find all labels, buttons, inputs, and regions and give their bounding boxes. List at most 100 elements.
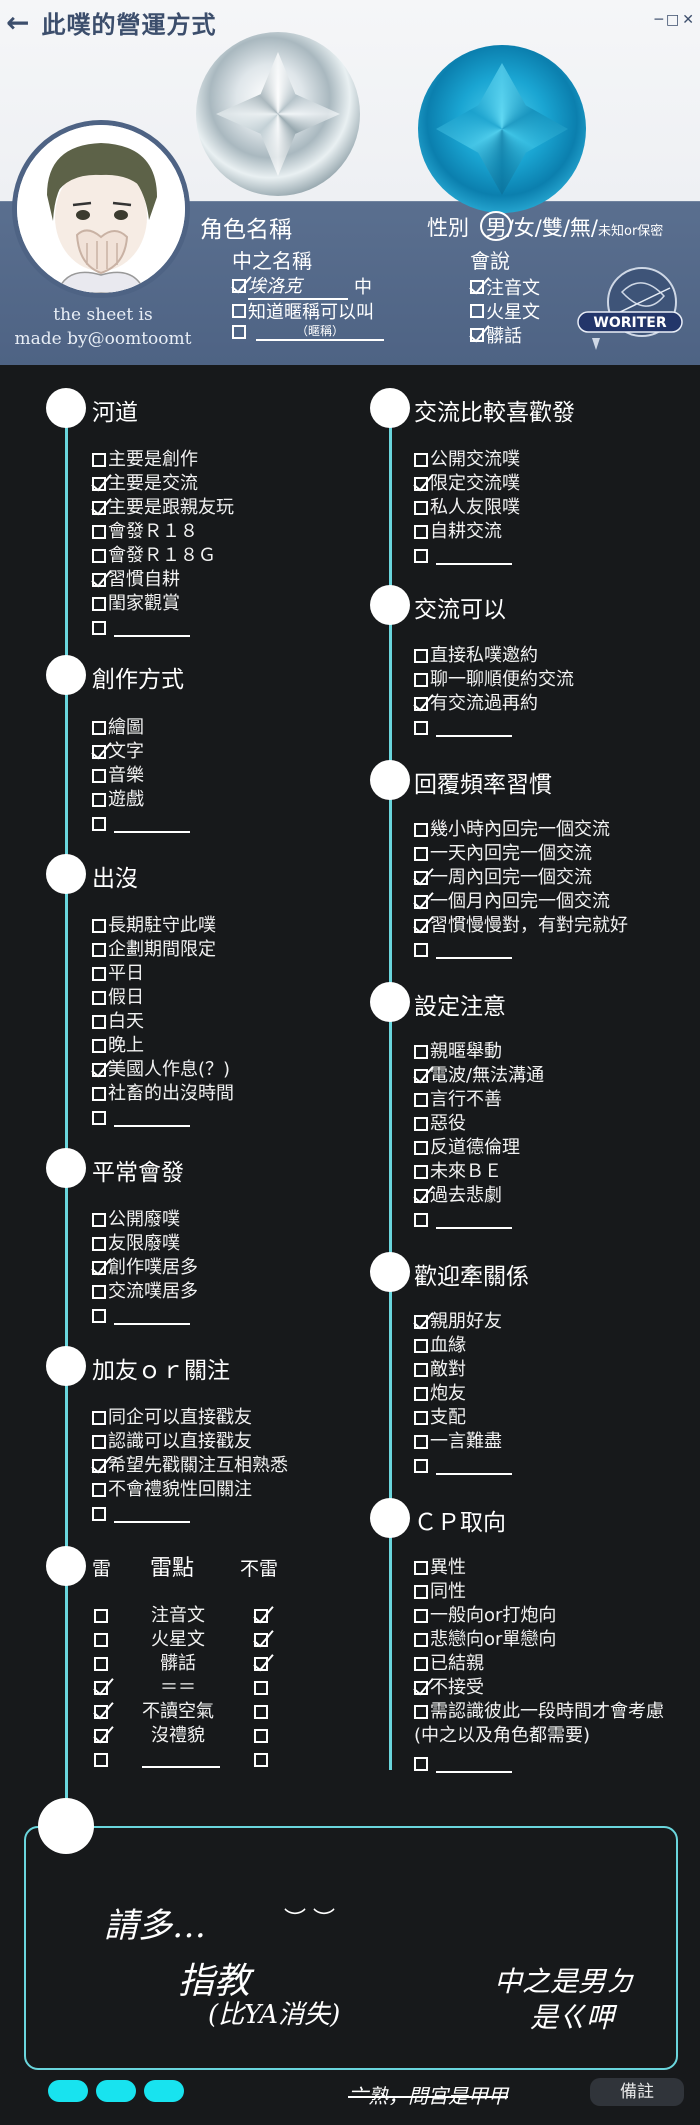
option-item[interactable]: 閨家觀賞 <box>92 592 234 616</box>
option-item[interactable]: 限定交流噗 <box>414 472 520 496</box>
checkbox[interactable] <box>414 1411 428 1425</box>
checkbox[interactable] <box>92 1015 106 1029</box>
checkbox[interactable] <box>92 1213 106 1227</box>
checkbox[interactable] <box>92 1309 106 1323</box>
checkbox[interactable] <box>92 1087 106 1101</box>
gender-option-female[interactable]: 女 <box>513 216 535 240</box>
checkbox[interactable] <box>92 525 106 539</box>
ok-checkbox[interactable] <box>254 1681 268 1695</box>
checkbox[interactable] <box>414 1609 428 1623</box>
checkbox[interactable] <box>92 1111 106 1125</box>
checkbox[interactable] <box>414 1189 428 1203</box>
checkbox[interactable] <box>414 871 428 885</box>
thunder-checkbox[interactable] <box>94 1681 108 1695</box>
checkbox[interactable] <box>92 1261 106 1275</box>
remark-button[interactable]: 備註 <box>590 2078 684 2106</box>
checkbox[interactable] <box>92 477 106 491</box>
option-item[interactable]: 平日 <box>92 962 234 986</box>
gender-option-unknown[interactable]: 未知or保密 <box>598 224 664 239</box>
option-item[interactable]: 敵對 <box>414 1358 512 1382</box>
option-item[interactable]: 晚上 <box>92 1034 234 1058</box>
checkbox[interactable] <box>414 1117 428 1131</box>
option-item[interactable]: 一周內回完一個交流 <box>414 866 628 890</box>
checkbox[interactable] <box>232 304 246 318</box>
checkbox[interactable] <box>92 1039 106 1053</box>
option-item[interactable]: 支配 <box>414 1406 512 1430</box>
arrow-left-icon[interactable]: ← <box>6 5 30 39</box>
checkbox[interactable] <box>414 501 428 515</box>
checkbox[interactable] <box>414 1363 428 1377</box>
option-item[interactable]: 公開交流噗 <box>414 448 520 472</box>
option-item[interactable]: 一個月內回完一個交流 <box>414 890 628 914</box>
option-item[interactable]: 不接受 <box>414 1676 664 1700</box>
checkbox[interactable] <box>414 673 428 687</box>
checkbox[interactable] <box>414 477 428 491</box>
thunder-checkbox[interactable] <box>94 1729 108 1743</box>
option-item-blank[interactable] <box>414 1208 544 1232</box>
option-item[interactable]: 電波/無法溝通 <box>414 1064 544 1088</box>
ok-checkbox[interactable] <box>254 1705 268 1719</box>
option-item[interactable]: 有交流過再約 <box>414 692 574 716</box>
option-item-blank[interactable] <box>92 1502 288 1526</box>
option-item-blank[interactable] <box>92 1106 234 1130</box>
option-item[interactable]: 幾小時內回完一個交流 <box>414 818 628 842</box>
option-item-blank[interactable] <box>414 1752 664 1776</box>
option-item[interactable]: 已結親 <box>414 1652 664 1676</box>
thunder-checkbox[interactable] <box>94 1609 108 1623</box>
option-item-blank[interactable] <box>414 938 628 962</box>
checkbox[interactable] <box>470 280 484 294</box>
option-item[interactable]: 反道德倫理 <box>414 1136 544 1160</box>
checkbox[interactable] <box>414 453 428 467</box>
checkbox[interactable] <box>92 621 106 635</box>
language-option[interactable]: 注音文 <box>470 274 540 300</box>
checkbox[interactable] <box>92 1483 106 1497</box>
option-item[interactable]: 過去悲劇 <box>414 1184 544 1208</box>
ok-checkbox[interactable] <box>254 1609 268 1623</box>
option-item[interactable]: 文字 <box>92 740 190 764</box>
checkbox[interactable] <box>414 697 428 711</box>
checkbox[interactable] <box>414 919 428 933</box>
ok-checkbox[interactable] <box>254 1729 268 1743</box>
option-item[interactable]: 主要是跟親友玩 <box>92 496 234 520</box>
checkbox[interactable] <box>92 919 106 933</box>
checkbox[interactable] <box>414 1633 428 1647</box>
option-item[interactable]: 社畜的出沒時間 <box>92 1082 234 1106</box>
option-item[interactable]: 私人友限噗 <box>414 496 520 520</box>
checkbox[interactable] <box>92 501 106 515</box>
maximize-icon[interactable]: □ <box>666 12 680 28</box>
minimize-icon[interactable]: ─ <box>654 12 664 28</box>
checkbox[interactable] <box>414 1045 428 1059</box>
option-item[interactable]: 同性 <box>414 1580 664 1604</box>
option-item[interactable]: 主要是交流 <box>92 472 234 496</box>
option-item[interactable]: 認識可以直接戳友 <box>92 1430 288 1454</box>
checkbox[interactable] <box>414 943 428 957</box>
option-item[interactable]: 炮友 <box>414 1382 512 1406</box>
thunder-checkbox[interactable] <box>94 1633 108 1647</box>
thunder-checkbox[interactable] <box>94 1657 108 1671</box>
option-item[interactable]: 美國人作息(？) <box>92 1058 234 1082</box>
nickname-option[interactable]: 知道暱稱可以叫 <box>232 298 374 324</box>
checkbox[interactable] <box>414 1561 428 1575</box>
gender-option-none[interactable]: 無 <box>569 216 591 240</box>
language-option[interactable]: 火星文 <box>470 298 540 324</box>
option-item[interactable]: 親朋好友 <box>414 1310 512 1334</box>
checkbox[interactable] <box>92 1459 106 1473</box>
checkbox[interactable] <box>414 1657 428 1671</box>
checkbox[interactable] <box>92 1285 106 1299</box>
checkbox[interactable] <box>92 817 106 831</box>
checkbox[interactable] <box>92 793 106 807</box>
checkbox[interactable] <box>92 943 106 957</box>
checkbox[interactable] <box>92 453 106 467</box>
checkbox[interactable] <box>414 823 428 837</box>
checkbox[interactable] <box>92 1507 106 1521</box>
checkbox[interactable] <box>414 1681 428 1695</box>
checkbox[interactable] <box>414 1315 428 1329</box>
option-item[interactable]: 異性 <box>414 1556 664 1580</box>
checkbox[interactable] <box>414 1165 428 1179</box>
checkbox[interactable] <box>92 1063 106 1077</box>
option-item[interactable]: 聊一聊順便約交流 <box>414 668 574 692</box>
ok-checkbox[interactable] <box>254 1633 268 1647</box>
option-item-blank[interactable] <box>414 1454 512 1478</box>
checkbox[interactable] <box>414 1339 428 1353</box>
option-item-blank[interactable] <box>92 616 234 640</box>
